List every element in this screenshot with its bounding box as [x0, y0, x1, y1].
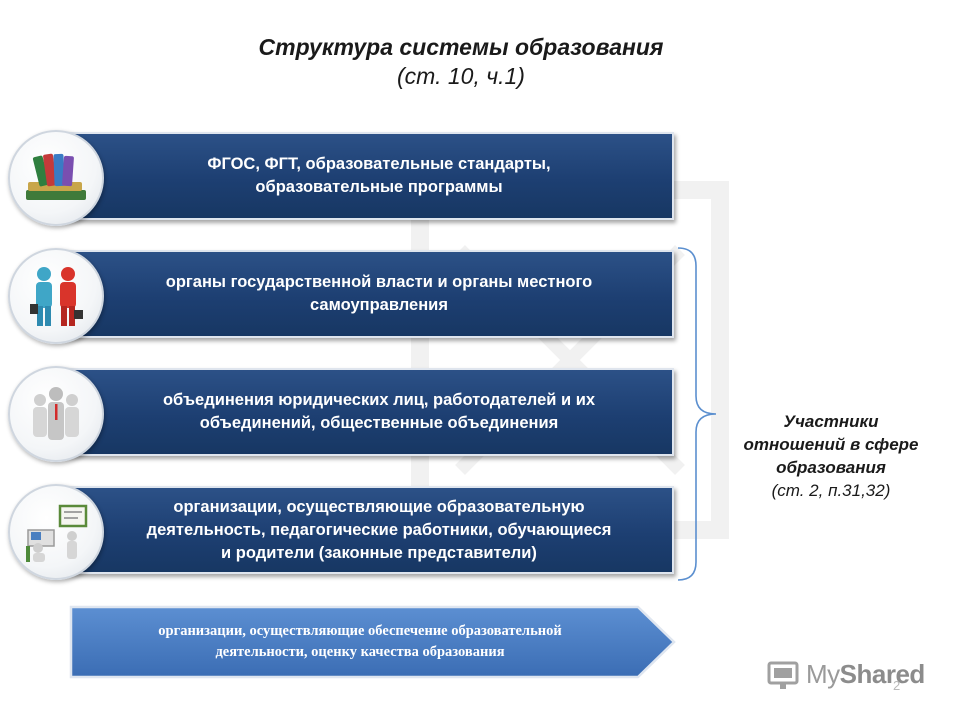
structure-row: объединения юридических лиц, работодател… [0, 364, 680, 464]
presentation-icon [767, 661, 799, 689]
structure-row: органы государственной власти и органы м… [0, 246, 680, 346]
row-text: ФГОС, ФГТ, образовательные стандарты,обр… [207, 155, 551, 196]
myshared-logo: MyShared [766, 654, 926, 694]
row-text: объединения юридических лиц, работодател… [162, 391, 596, 432]
structure-row: ФГОС, ФГТ, образовательные стандарты,обр… [0, 128, 680, 228]
books-icon [26, 153, 86, 200]
row-icon-circle [8, 366, 104, 462]
row-bar: органы государственной власти и органы м… [58, 250, 674, 338]
structure-row: организации, осуществляющие образователь… [0, 482, 680, 582]
row-bar: объединения юридических лиц, работодател… [58, 368, 674, 456]
officials-icon [30, 267, 83, 326]
group-icon [33, 387, 79, 440]
participants-title: Участники отношений в сфере образования [743, 412, 919, 477]
row-text: органы государственной власти и органы м… [165, 273, 593, 314]
page-subtitle: (ст. 10, ч.1) [397, 63, 525, 89]
participants-reference: (ст. 2, п.31,32) [771, 481, 891, 500]
row-bar: организации, осуществляющие образователь… [58, 486, 674, 574]
support-organizations-arrow: организации, осуществляющие обеспечение … [68, 604, 680, 680]
row-text: организации, осуществляющие образователь… [146, 497, 612, 562]
arrow-shape [69, 605, 676, 679]
row-icon-circle [8, 484, 104, 580]
classroom-icon [26, 504, 88, 562]
row-icon-circle [8, 130, 104, 226]
participants-label: Участники отношений в сфере образования … [714, 410, 948, 502]
title-block: Структура системы образования (ст. 10, ч… [0, 32, 922, 90]
page-number: 2 [893, 678, 901, 693]
arrow-text: организации, осуществляющие обеспечение … [158, 623, 562, 660]
logo-text: MyShared [806, 658, 925, 689]
row-bar: ФГОС, ФГТ, образовательные стандарты,обр… [58, 132, 674, 220]
page-title: Структура системы образования [258, 34, 664, 60]
row-icon-circle [8, 248, 104, 344]
grouping-brace [677, 247, 717, 581]
